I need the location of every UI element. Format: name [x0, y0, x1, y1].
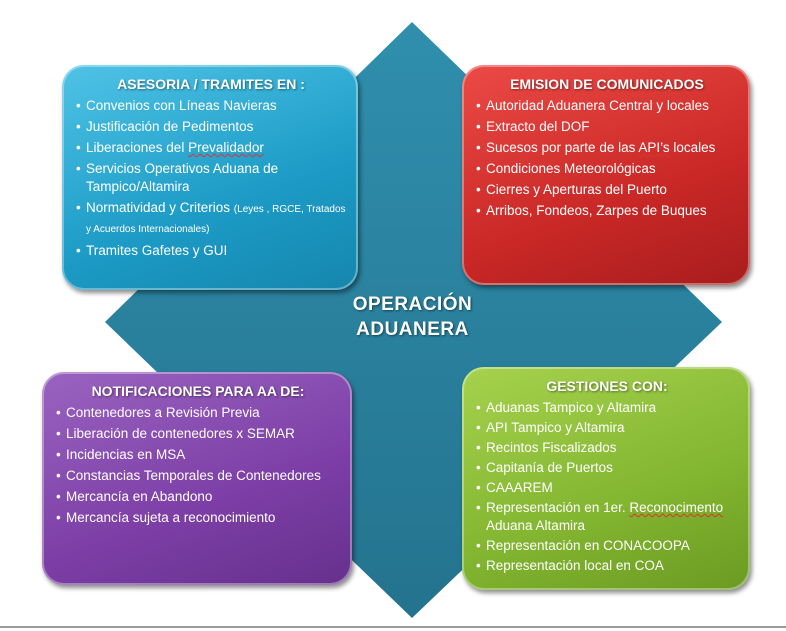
- list-item: Recintos Fiscalizados: [476, 439, 738, 457]
- list-item: Aduanas Tampico y Altamira: [476, 399, 738, 417]
- item-text: Liberaciones del: [86, 140, 189, 155]
- list-item: Mercancía en Abandono: [56, 488, 340, 506]
- center-title-line1: OPERACIÓN: [352, 294, 473, 315]
- list-item: Convenios con Líneas Navieras: [76, 97, 346, 115]
- list-item: Cierres y Aperturas del Puerto: [476, 181, 738, 199]
- list-item: Normatividad y Criterios (Leyes , RGCE, …: [76, 199, 346, 239]
- list-item: Condiciones Meteorológicas: [476, 160, 738, 178]
- bottom-divider: [0, 626, 786, 628]
- item-underlined-text: Reconocimento: [629, 500, 724, 515]
- list-item: Representación en 1er. Reconocimento Adu…: [476, 499, 738, 535]
- item-underlined-text: Prevalidador: [188, 140, 264, 155]
- list-item: CAAAREM: [476, 479, 738, 497]
- emision-box: EMISION DE COMUNICADOS Autoridad Aduaner…: [462, 65, 750, 285]
- list-item: Liberaciones del Prevalidador: [76, 139, 346, 157]
- list-item: Incidencias en MSA: [56, 446, 340, 464]
- list-item: Autoridad Aduanera Central y locales: [476, 97, 738, 115]
- list-item: Constancias Temporales de Contenedores: [56, 467, 340, 485]
- list-item: Representación local en COA: [476, 557, 738, 575]
- list-item: Arribos, Fondeos, Zarpes de Buques: [476, 202, 738, 220]
- list-item: Extracto del DOF: [476, 118, 738, 136]
- notificaciones-title: NOTIFICACIONES PARA AA DE:: [91, 383, 305, 399]
- asesoria-box: ASESORIA / TRAMITES EN : Convenios con L…: [62, 65, 358, 290]
- asesoria-title: ASESORIA / TRAMITES EN :: [117, 76, 305, 92]
- list-item: Justificación de Pedimentos: [76, 118, 346, 136]
- item-text: Sucesos por parte de las: [486, 140, 639, 155]
- list-item: Liberación de contenedores x SEMAR: [56, 425, 340, 443]
- center-title-line2: ADUANERA: [356, 319, 469, 340]
- list-item: API Tampico y Altamira: [476, 419, 738, 437]
- gestiones-box: GESTIONES CON: Aduanas Tampico y Altamir…: [462, 367, 750, 590]
- item-text-tail: locales: [669, 140, 716, 155]
- list-item: Capitanía de Puertos: [476, 459, 738, 477]
- item-text: Representación en 1er.: [486, 500, 630, 515]
- list-item: Representación en CONACOOPA: [476, 537, 738, 555]
- gestiones-title: GESTIONES CON:: [546, 378, 668, 394]
- list-item: Contenedores a Revisión Previa: [56, 404, 340, 422]
- center-title: OPERACIÓN ADUANERA: [300, 292, 525, 342]
- list-item: Tramites Gafetes y GUI: [76, 242, 346, 260]
- list-item: Mercancía sujeta a reconocimiento: [56, 509, 340, 527]
- item-underlined-text: API’s: [638, 140, 670, 155]
- list-item: Servicios Operativos Aduana de Tampico/A…: [76, 160, 346, 196]
- item-text: Normatividad y Criterios: [86, 200, 234, 215]
- list-item: Sucesos por parte de las API’s locales: [476, 139, 738, 157]
- notificaciones-box: NOTIFICACIONES PARA AA DE: Contenedores …: [42, 372, 352, 585]
- item-note: (Leyes , RGCE, Tratados y Acuerdos Inter…: [86, 204, 346, 235]
- emision-title: EMISION DE COMUNICADOS: [510, 76, 704, 92]
- item-text-tail: Aduana Altamira: [486, 518, 586, 533]
